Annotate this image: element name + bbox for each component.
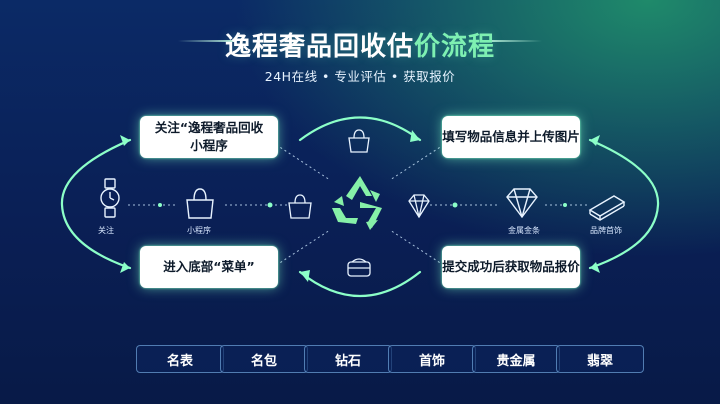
step-3-menu: 进入底部“菜单”	[140, 246, 278, 288]
title-line-left	[178, 40, 234, 42]
category-watches: 名表	[136, 345, 224, 373]
right-label-jewelry: 品牌首饰	[590, 226, 622, 235]
right-label-gold: 金属金条	[508, 226, 540, 235]
handbag-small-icon	[288, 194, 312, 219]
page-title: 逸程奢品回收估价流程	[0, 26, 720, 63]
left-label-miniprogram: 小程序	[187, 226, 211, 235]
bag-top-icon	[348, 129, 370, 153]
handbag-icon	[186, 188, 214, 219]
left-label-follow: 关注	[98, 226, 114, 235]
category-precious-metals: 贵金属	[472, 345, 560, 373]
subtitle: 24H在线 • 专业评估 • 获取报价	[264, 69, 456, 84]
category-bags: 名包	[220, 345, 308, 373]
title-line-right	[486, 40, 542, 42]
diamond-icon	[506, 188, 538, 219]
recycle-icon	[332, 176, 382, 230]
bag-bottom-icon	[347, 258, 371, 277]
title-main: 逸程奢品回收估	[224, 32, 414, 62]
watch-icon	[100, 178, 120, 218]
step-2-fill-info: 填写物品信息并上传图片	[442, 116, 580, 158]
category-jewelry: 首饰	[388, 345, 476, 373]
diamond-small-icon	[408, 194, 430, 219]
step-4-get-quote: 提交成功后获取物品报价	[442, 246, 580, 288]
category-jade: 翡翠	[556, 345, 644, 373]
title-accent: 价流程	[414, 32, 496, 62]
step-1-follow: 关注“逸程奢品回收 小程序	[140, 116, 278, 158]
gold-bar-icon	[588, 195, 626, 221]
category-diamonds: 钻石	[304, 345, 392, 373]
